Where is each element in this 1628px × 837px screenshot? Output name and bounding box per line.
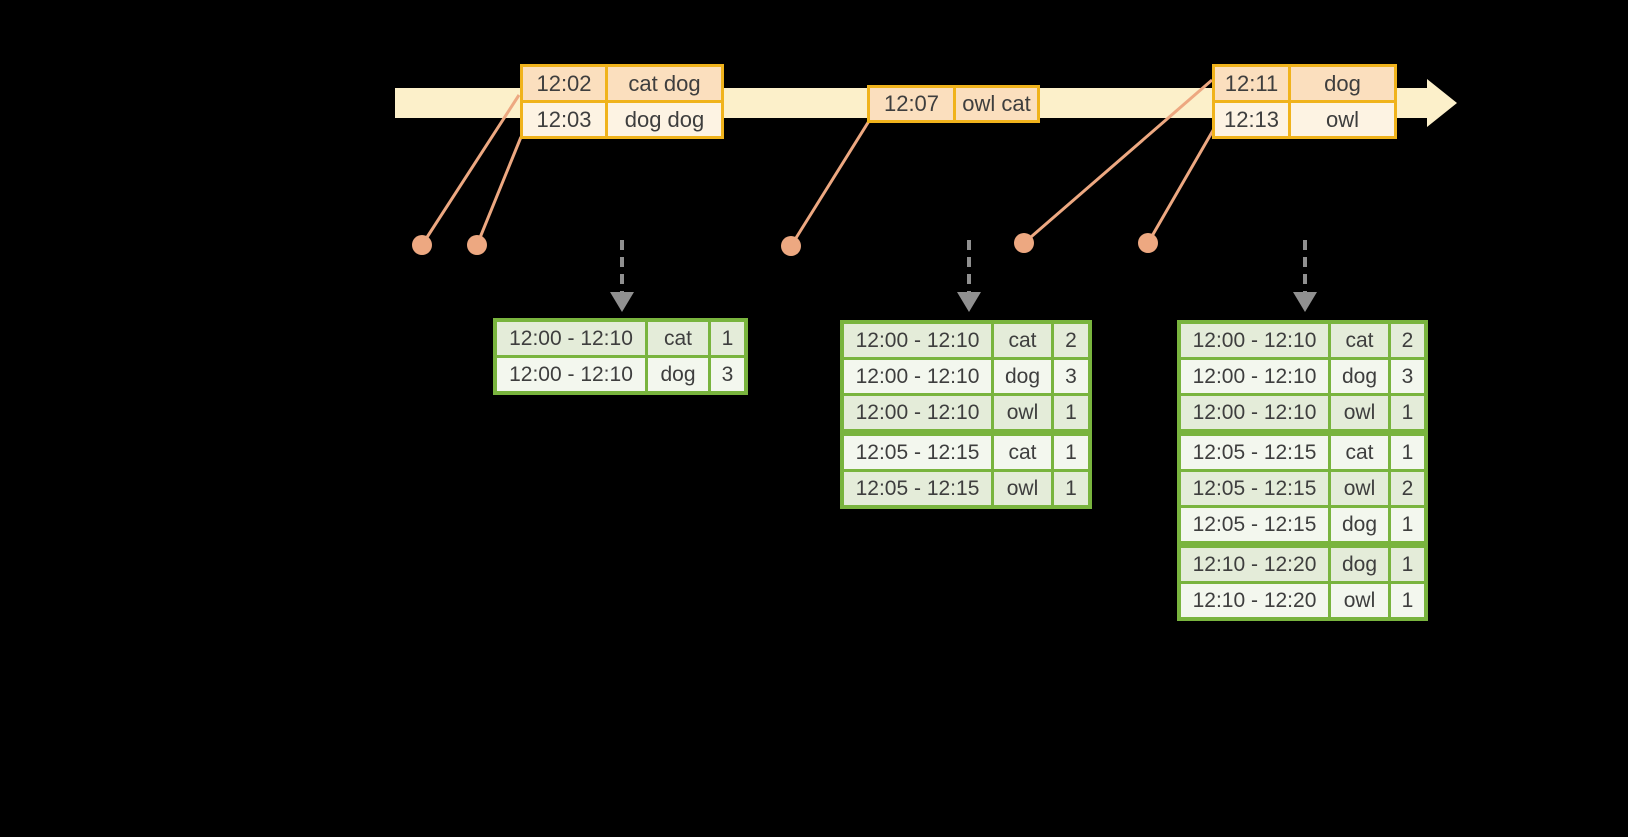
event-connector-line bbox=[1146, 126, 1217, 244]
result-row: 12:00 - 12:10 owl 1 bbox=[844, 396, 1088, 429]
event-dot bbox=[467, 235, 487, 255]
result-table-1: 12:00 - 12:10 cat 1 12:00 - 12:10 dog 3 bbox=[493, 318, 748, 395]
word-cell: cat bbox=[994, 324, 1051, 357]
result-row: 12:05 - 12:15 dog 1 bbox=[1181, 508, 1424, 541]
event-words-cell: dog bbox=[1291, 67, 1394, 100]
trigger-arrowhead-icon bbox=[610, 292, 634, 312]
word-cell: owl bbox=[994, 396, 1051, 429]
event-time-cell: 12:13 bbox=[1215, 103, 1288, 136]
count-cell: 1 bbox=[1391, 548, 1424, 581]
window-cell: 12:10 - 12:20 bbox=[1181, 584, 1328, 617]
count-cell: 2 bbox=[1054, 324, 1088, 357]
result-row: 12:10 - 12:20 owl 1 bbox=[1181, 584, 1424, 617]
result-row: 12:00 - 12:10 dog 3 bbox=[497, 358, 744, 391]
result-row: 12:05 - 12:15 cat 1 bbox=[844, 436, 1088, 469]
result-row: 12:05 - 12:15 owl 1 bbox=[844, 472, 1088, 505]
window-cell: 12:00 - 12:10 bbox=[844, 396, 991, 429]
word-cell: owl bbox=[1331, 472, 1388, 505]
event-time-cell: 12:07 bbox=[870, 88, 953, 120]
result-table-2: 12:00 - 12:10 cat 2 12:00 - 12:10 dog 3 … bbox=[840, 320, 1092, 509]
count-cell: 2 bbox=[1391, 324, 1424, 357]
window-cell: 12:00 - 12:10 bbox=[1181, 360, 1328, 393]
window-cell: 12:10 - 12:20 bbox=[1181, 548, 1328, 581]
word-cell: owl bbox=[1331, 584, 1388, 617]
word-cell: dog bbox=[1331, 508, 1388, 541]
word-cell: cat bbox=[1331, 324, 1388, 357]
event-words-cell: cat dog bbox=[608, 67, 721, 100]
input-event-table-3: 12:11 dog 12:13 owl bbox=[1212, 64, 1397, 139]
event-dot bbox=[1014, 233, 1034, 253]
count-cell: 1 bbox=[1391, 508, 1424, 541]
event-words-cell: owl bbox=[1291, 103, 1394, 136]
window-cell: 12:00 - 12:10 bbox=[497, 358, 645, 391]
result-row: 12:00 - 12:10 cat 1 bbox=[497, 322, 744, 355]
count-cell: 3 bbox=[711, 358, 744, 391]
event-connector-line bbox=[475, 136, 523, 246]
event-record-row: 12:11 dog bbox=[1215, 67, 1394, 100]
input-event-table-2: 12:07 owl cat bbox=[867, 85, 1040, 123]
count-cell: 1 bbox=[1391, 584, 1424, 617]
event-record-row: 12:03 dog dog bbox=[523, 103, 721, 136]
window-cell: 12:05 - 12:15 bbox=[844, 472, 991, 505]
count-cell: 3 bbox=[1054, 360, 1088, 393]
count-cell: 1 bbox=[1054, 472, 1088, 505]
trigger-arrowhead-icon bbox=[957, 292, 981, 312]
event-time-cell: 12:02 bbox=[523, 67, 605, 100]
event-time-axis-arrowhead-icon bbox=[1427, 79, 1457, 127]
word-cell: dog bbox=[1331, 548, 1388, 581]
count-cell: 1 bbox=[711, 322, 744, 355]
window-cell: 12:00 - 12:10 bbox=[844, 360, 991, 393]
count-cell: 3 bbox=[1391, 360, 1424, 393]
count-cell: 1 bbox=[1054, 436, 1088, 469]
word-cell: owl bbox=[1331, 396, 1388, 429]
window-cell: 12:00 - 12:10 bbox=[1181, 396, 1328, 429]
word-cell: dog bbox=[994, 360, 1051, 393]
event-words-cell: dog dog bbox=[608, 103, 721, 136]
window-cell: 12:05 - 12:15 bbox=[844, 436, 991, 469]
event-connector-line bbox=[789, 120, 871, 247]
event-connector-line bbox=[1023, 78, 1213, 245]
event-dot bbox=[781, 236, 801, 256]
window-cell: 12:05 - 12:15 bbox=[1181, 472, 1328, 505]
window-cell: 12:00 - 12:10 bbox=[1181, 324, 1328, 357]
window-cell: 12:05 - 12:15 bbox=[1181, 508, 1328, 541]
word-cell: cat bbox=[1331, 436, 1388, 469]
result-row: 12:00 - 12:10 owl 1 bbox=[1181, 396, 1424, 429]
result-row: 12:00 - 12:10 dog 3 bbox=[1181, 360, 1424, 393]
event-time-cell: 12:03 bbox=[523, 103, 605, 136]
result-row: 12:00 - 12:10 cat 2 bbox=[1181, 324, 1424, 357]
result-row: 12:05 - 12:15 owl 2 bbox=[1181, 472, 1424, 505]
count-cell: 2 bbox=[1391, 472, 1424, 505]
count-cell: 1 bbox=[1391, 436, 1424, 469]
event-record-row: 12:07 owl cat bbox=[870, 88, 1037, 120]
word-cell: cat bbox=[648, 322, 708, 355]
word-cell: dog bbox=[648, 358, 708, 391]
trigger-arrowhead-icon bbox=[1293, 292, 1317, 312]
result-row: 12:10 - 12:20 dog 1 bbox=[1181, 548, 1424, 581]
event-connector-lines bbox=[420, 78, 1217, 247]
event-dot bbox=[1138, 233, 1158, 253]
word-cell: dog bbox=[1331, 360, 1388, 393]
count-cell: 1 bbox=[1391, 396, 1424, 429]
event-dots bbox=[412, 233, 1158, 256]
event-connector-line bbox=[420, 94, 521, 246]
window-cell: 12:05 - 12:15 bbox=[1181, 436, 1328, 469]
trigger-arrows bbox=[610, 240, 1317, 312]
event-record-row: 12:13 owl bbox=[1215, 103, 1394, 136]
window-cell: 12:00 - 12:10 bbox=[497, 322, 645, 355]
event-time-cell: 12:11 bbox=[1215, 67, 1288, 100]
event-record-row: 12:02 cat dog bbox=[523, 67, 721, 100]
result-row: 12:05 - 12:15 cat 1 bbox=[1181, 436, 1424, 469]
word-cell: cat bbox=[994, 436, 1051, 469]
word-cell: owl bbox=[994, 472, 1051, 505]
event-words-cell: owl cat bbox=[956, 88, 1037, 120]
result-row: 12:00 - 12:10 dog 3 bbox=[844, 360, 1088, 393]
result-row: 12:00 - 12:10 cat 2 bbox=[844, 324, 1088, 357]
result-table-3: 12:00 - 12:10 cat 2 12:00 - 12:10 dog 3 … bbox=[1177, 320, 1428, 621]
event-dot bbox=[412, 235, 432, 255]
window-cell: 12:00 - 12:10 bbox=[844, 324, 991, 357]
count-cell: 1 bbox=[1054, 396, 1088, 429]
input-event-table-1: 12:02 cat dog 12:03 dog dog bbox=[520, 64, 724, 139]
